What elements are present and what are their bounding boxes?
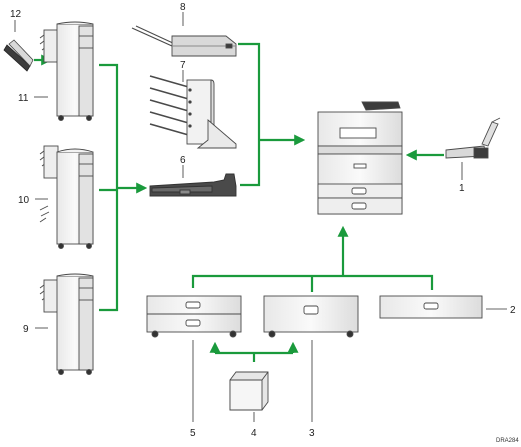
item-8-internal-tray: [131, 25, 237, 57]
item-6-bridge-unit: [149, 173, 237, 197]
bracket-top-options: [238, 42, 261, 187]
callout-7: 7: [180, 60, 186, 71]
item-7-mailbox: [149, 75, 237, 149]
item-10-booklet-finisher: [39, 145, 94, 249]
callout-leaders: [14, 12, 507, 422]
item-11-finisher: [39, 21, 94, 121]
callout-11: 11: [18, 93, 29, 104]
callout-5: 5: [190, 428, 196, 439]
main-unit: [317, 101, 403, 215]
callout-12: 12: [10, 9, 22, 20]
callout-4: 4: [251, 428, 257, 439]
callout-9: 9: [23, 324, 29, 335]
item-9-finisher: [39, 273, 94, 375]
bracket-finishers: [99, 63, 119, 312]
callout-6: 6: [180, 155, 186, 166]
callout-1: 1: [459, 183, 465, 194]
item-4-side-tray: [229, 371, 269, 411]
callout-2: 2: [510, 305, 516, 316]
item-5-paper-feed-unit: [146, 295, 242, 338]
callout-8: 8: [180, 2, 186, 13]
callout-10: 10: [18, 195, 30, 206]
callout-numbers: 12 11 10 9 8 7 6 1 2 3 4 5: [10, 2, 516, 439]
item-3-large-capacity-tray: [263, 295, 359, 338]
item-2-paper-tray: [379, 295, 483, 319]
callout-3: 3: [309, 428, 315, 439]
item-12-stapler: [3, 39, 34, 72]
connector-lines: [34, 42, 444, 362]
item-1-document-feeder: [445, 117, 501, 159]
figure-code: DRA284: [496, 438, 519, 444]
